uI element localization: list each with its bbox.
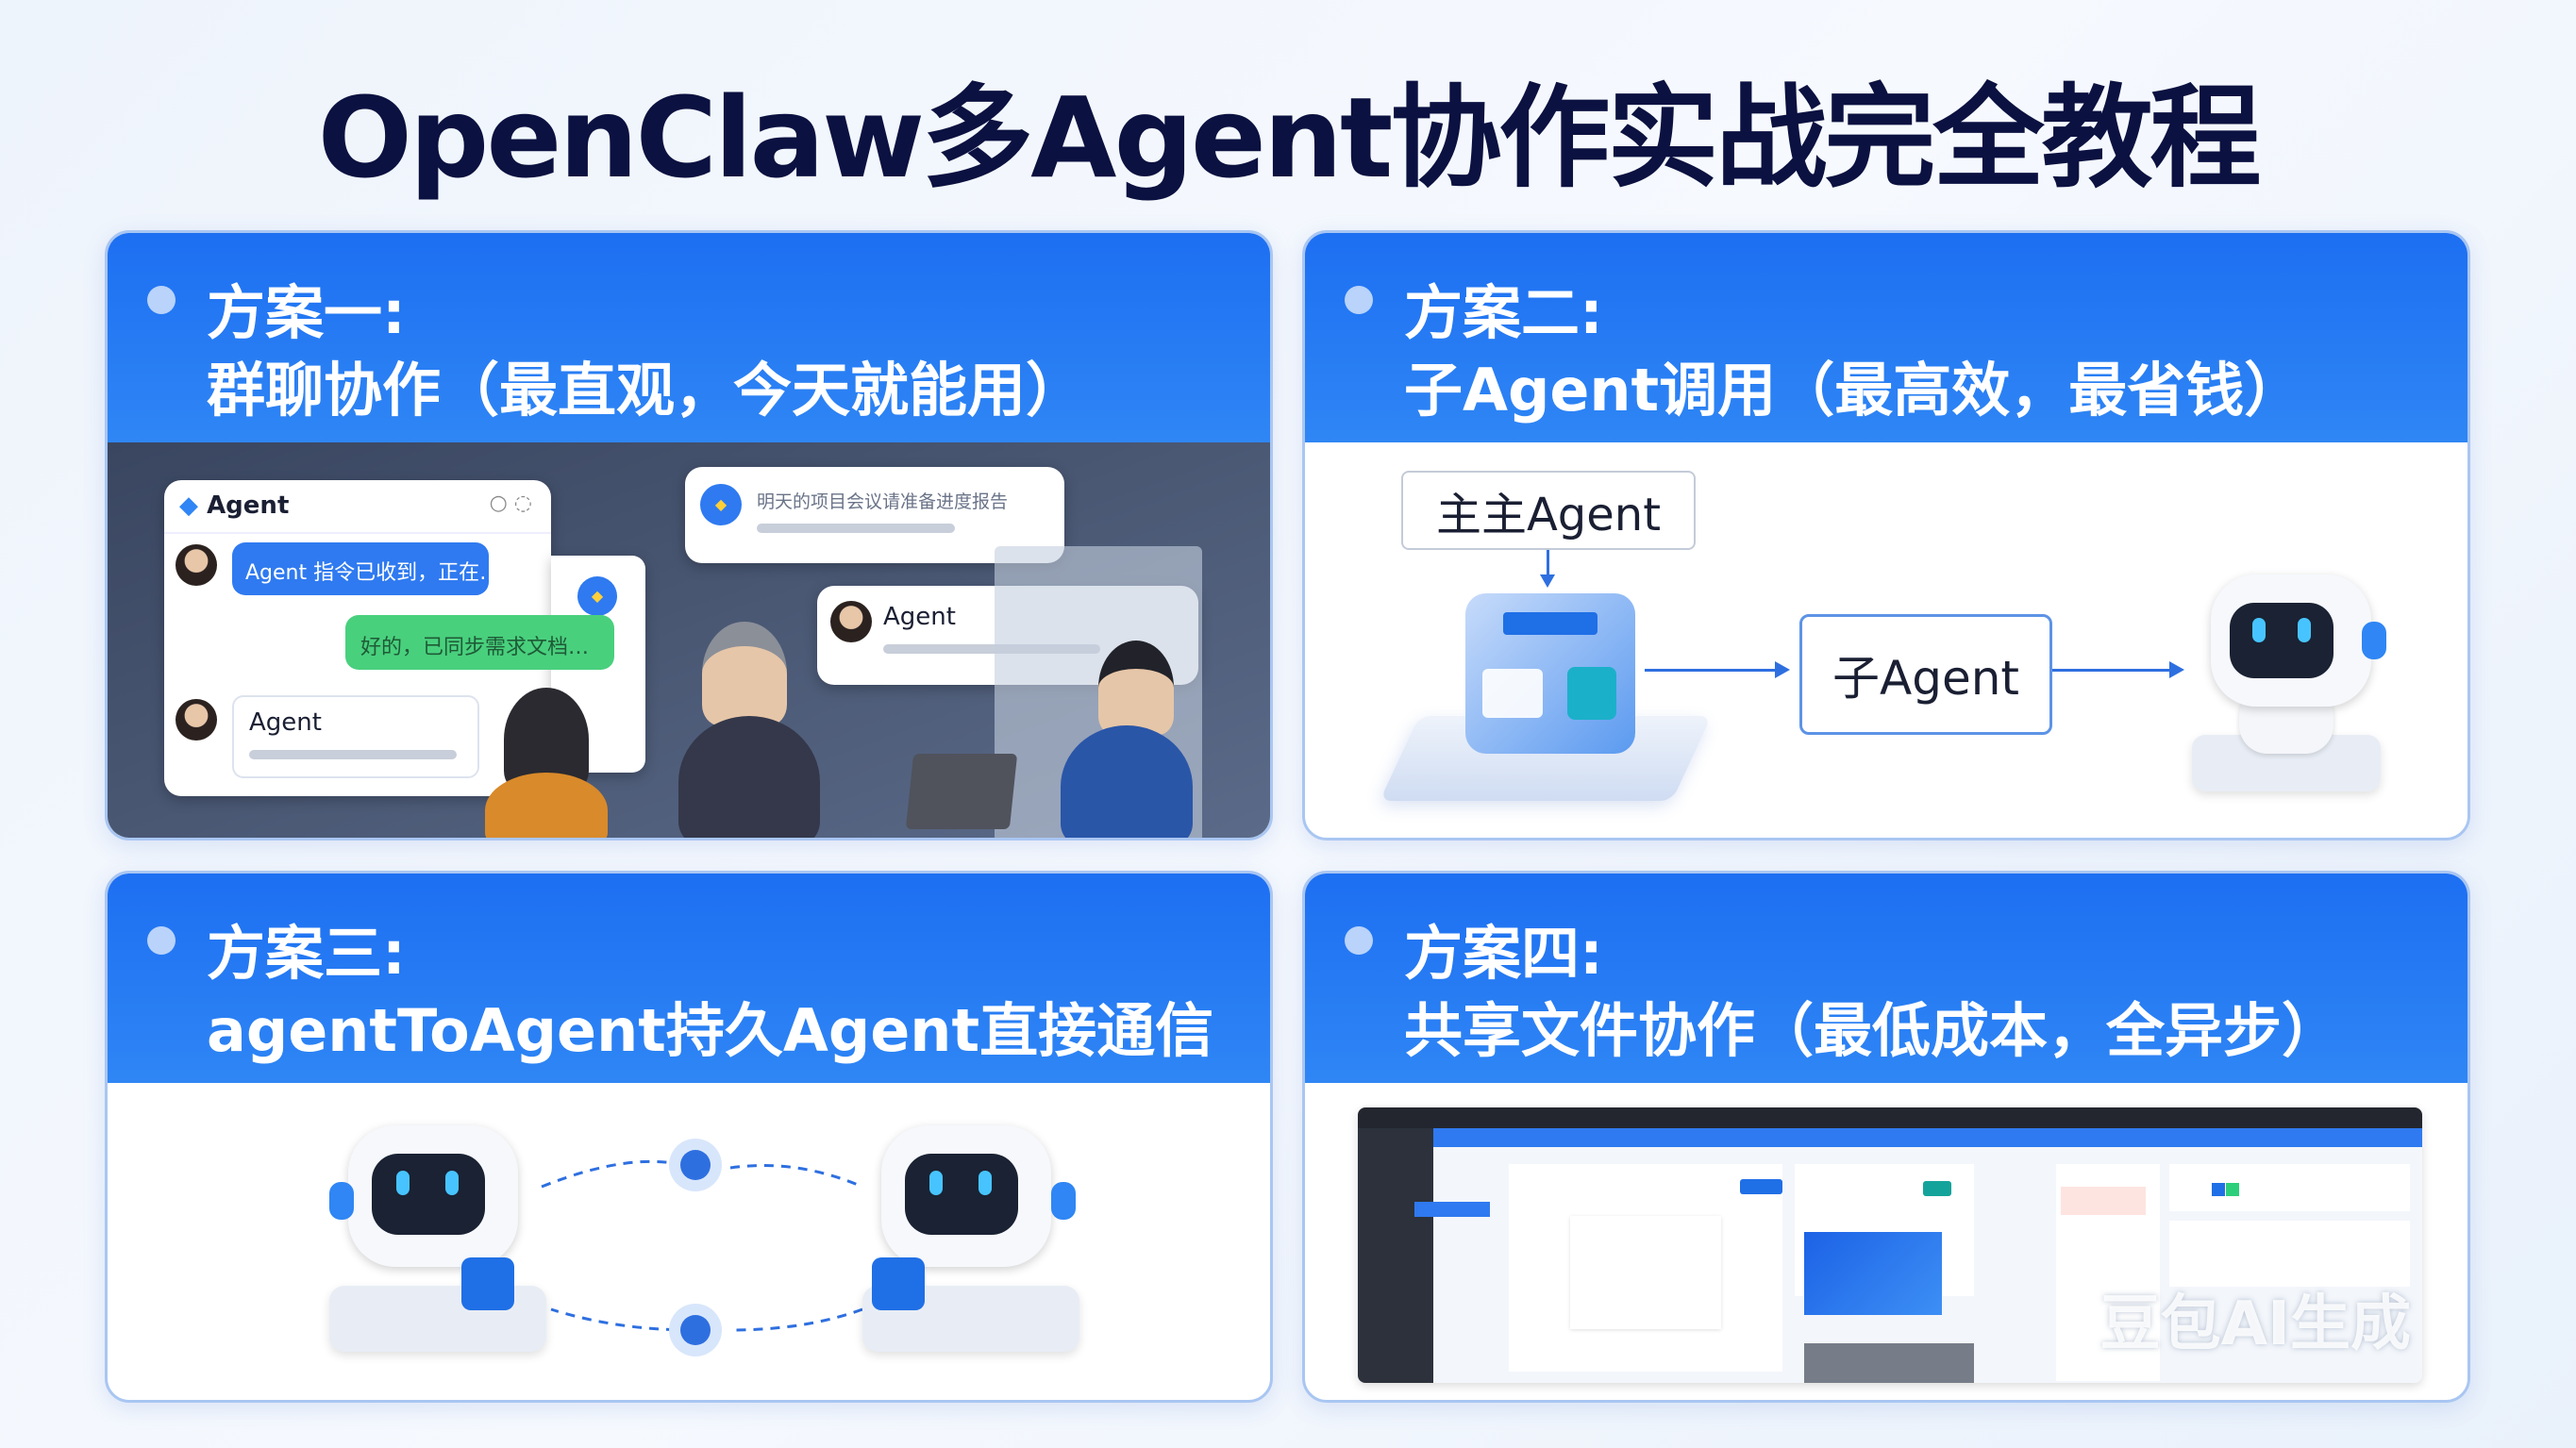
server-cube-icon	[1465, 593, 1635, 754]
agent-icon: ◆	[577, 576, 617, 616]
card-subtitle: 群聊协作（最直观，今天就能用）	[207, 356, 1085, 424]
bullet-icon	[147, 926, 176, 955]
card-header: 方案二: 子Agent调用（最高效，最省钱）	[1305, 233, 2467, 442]
speech-text: 明天的项目会议请准备进度报告	[757, 491, 1009, 512]
robot-icon-right	[862, 1125, 1079, 1371]
chat-message: Agent 指令已收到，正在…	[232, 542, 489, 595]
chat-window-title: Agent	[207, 491, 290, 520]
card-plan-4: 方案四: 共享文件协作（最低成本，全异步） 豆包AI生成	[1302, 871, 2470, 1403]
main-agent-box: 主主Agent	[1401, 471, 1696, 550]
bullet-icon	[1345, 286, 1373, 314]
robot-icon-left	[329, 1125, 546, 1371]
agent-icon: ◆	[700, 484, 742, 525]
card-label: 方案二:	[1404, 278, 1603, 347]
chat-message: 好的，已同步需求文档…	[345, 615, 614, 670]
bullet-icon	[147, 286, 176, 314]
card-header: 方案三: agentToAgent持久Agent直接通信	[108, 874, 1270, 1083]
group-chat-illustration: ◆ Agent ○ ◌ Agent 指令已收到，正在… Agent ◆ 好的，已…	[108, 442, 1270, 838]
app-screenshot	[1358, 1107, 2422, 1383]
watermark: 豆包AI生成	[2099, 1290, 2411, 1359]
sub-agent-box: 子Agent	[1799, 614, 2052, 735]
arrow	[1645, 661, 1790, 678]
person-man	[1098, 641, 1174, 735]
robot-icon	[2192, 574, 2386, 801]
arrow	[2052, 661, 2184, 678]
card-subtitle: 共享文件协作（最低成本，全异步）	[1404, 996, 2341, 1065]
avatar	[830, 601, 872, 642]
search-icon[interactable]: ○ ◌	[489, 491, 532, 515]
card-plan-1: 方案一: 群聊协作（最直观，今天就能用） ◆ Agent ○ ◌ Agent 指…	[105, 230, 1273, 841]
agent-to-agent-diagram	[108, 1083, 1270, 1400]
card-subtitle: agentToAgent持久Agent直接通信	[207, 996, 1214, 1065]
card-label: 方案一:	[207, 278, 406, 347]
diamond-icon: ◆	[179, 491, 198, 520]
card-header: 方案一: 群聊协作（最直观，今天就能用）	[108, 233, 1270, 442]
avatar	[176, 699, 217, 741]
card-header: 方案四: 共享文件协作（最低成本，全异步）	[1305, 874, 2467, 1083]
card-label: 方案四:	[1404, 919, 1603, 988]
agent-name: Agent	[883, 603, 956, 631]
avatar	[176, 544, 217, 586]
page-title: OpenClaw多Agent协作实战完全教程	[317, 73, 2262, 203]
card-subtitle: 子Agent调用（最高效，最省钱）	[1404, 356, 2303, 424]
card-plan-2: 方案二: 子Agent调用（最高效，最省钱） 主主Agent 子Agent	[1302, 230, 2470, 841]
card-label: 方案三:	[207, 919, 406, 988]
agent-name: Agent	[249, 708, 322, 737]
person-man-glasses	[702, 622, 787, 725]
laptop	[905, 754, 1018, 829]
bullet-icon	[1345, 926, 1373, 955]
card-plan-3: 方案三: agentToAgent持久Agent直接通信	[105, 871, 1273, 1403]
sub-agent-diagram: 主主Agent 子Agent	[1305, 442, 2467, 838]
shared-files-screenshot: 豆包AI生成	[1305, 1083, 2467, 1400]
connection-arrows	[541, 1139, 863, 1356]
